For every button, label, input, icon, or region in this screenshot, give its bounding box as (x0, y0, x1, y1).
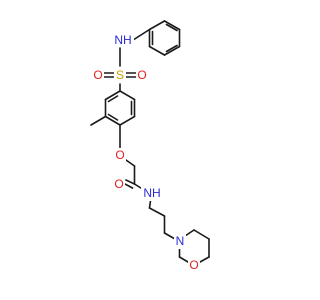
bond-inner (165, 44, 178, 53)
bonds (90, 20, 210, 263)
bond (125, 159, 136, 167)
bond (124, 183, 134, 189)
atom-nitrogen-morpholine: N (174, 234, 186, 249)
atom-labels: NH S O O O O N (92, 32, 200, 273)
bond (163, 45, 181, 56)
bond (193, 229, 210, 240)
bond (199, 256, 210, 263)
bond (119, 90, 136, 101)
bond (184, 229, 195, 237)
bond (148, 45, 166, 56)
bond (119, 115, 136, 126)
oxygen-label: O (93, 68, 102, 82)
atom-nh-amide: NH (141, 186, 163, 201)
atom-nh-sulfonamide: NH (112, 32, 134, 47)
sulfur-label: S (116, 68, 124, 82)
oxygen-label: O (189, 258, 198, 272)
bond-inner (107, 95, 119, 103)
atom-oxygen-morpholine: O (188, 258, 200, 273)
nh-label: NH (143, 186, 160, 200)
bond (178, 256, 189, 263)
atom-oxygen-ether: O (114, 148, 126, 163)
bond (104, 115, 121, 126)
bond (148, 207, 166, 217)
structure-canvas: NH S O O O O N (90, 20, 210, 273)
bond (163, 20, 181, 31)
bond (163, 232, 176, 240)
oxygen-label: O (115, 148, 124, 162)
bond-inner (165, 23, 178, 32)
bond (104, 90, 121, 101)
nitrogen-label: N (176, 234, 185, 248)
atom-oxygen-sulfonyl-right: O (136, 68, 148, 83)
bond (90, 115, 107, 126)
bond (148, 20, 166, 31)
atom-sulfur: S (114, 68, 126, 83)
atom-oxygen-carbonyl: O (113, 177, 125, 192)
bond (125, 179, 136, 185)
oxygen-label: O (114, 177, 123, 191)
bond-inner (107, 113, 119, 121)
atom-oxygen-sulfonyl-left: O (92, 68, 104, 83)
nh-label: NH (114, 33, 131, 47)
molecule-structure: NH S O O O O N (90, 20, 210, 273)
oxygen-label: O (137, 68, 146, 82)
